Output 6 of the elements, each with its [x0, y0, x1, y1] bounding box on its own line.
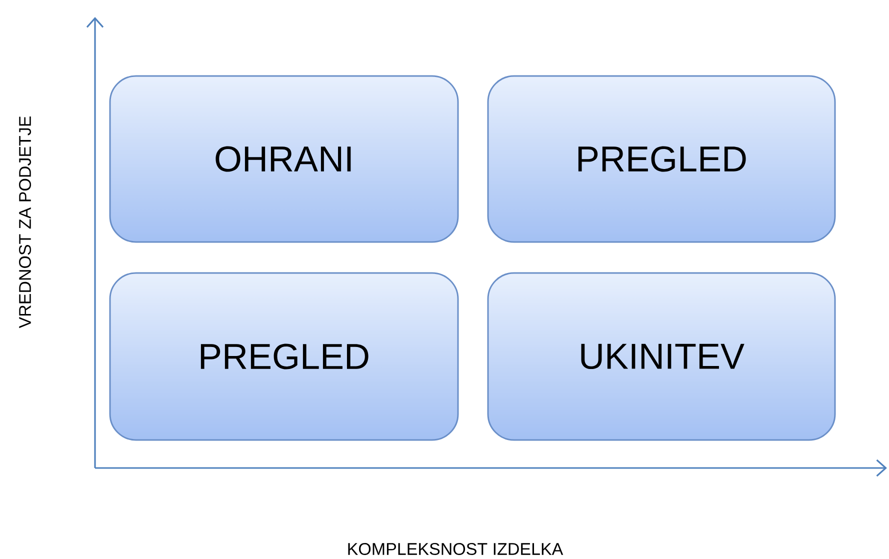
axis-label: VREDNOST ZA PODJETJE — [19, 116, 32, 328]
axis-label: KOMPLEKSNOST IZDELKA — [348, 542, 564, 556]
quadrant-box: PREGLED — [109, 272, 459, 441]
quadrant-box: OHRANI — [109, 75, 459, 243]
quadrant-box: UKINITEV — [487, 272, 836, 441]
quadrant-box: PREGLED — [487, 75, 836, 243]
